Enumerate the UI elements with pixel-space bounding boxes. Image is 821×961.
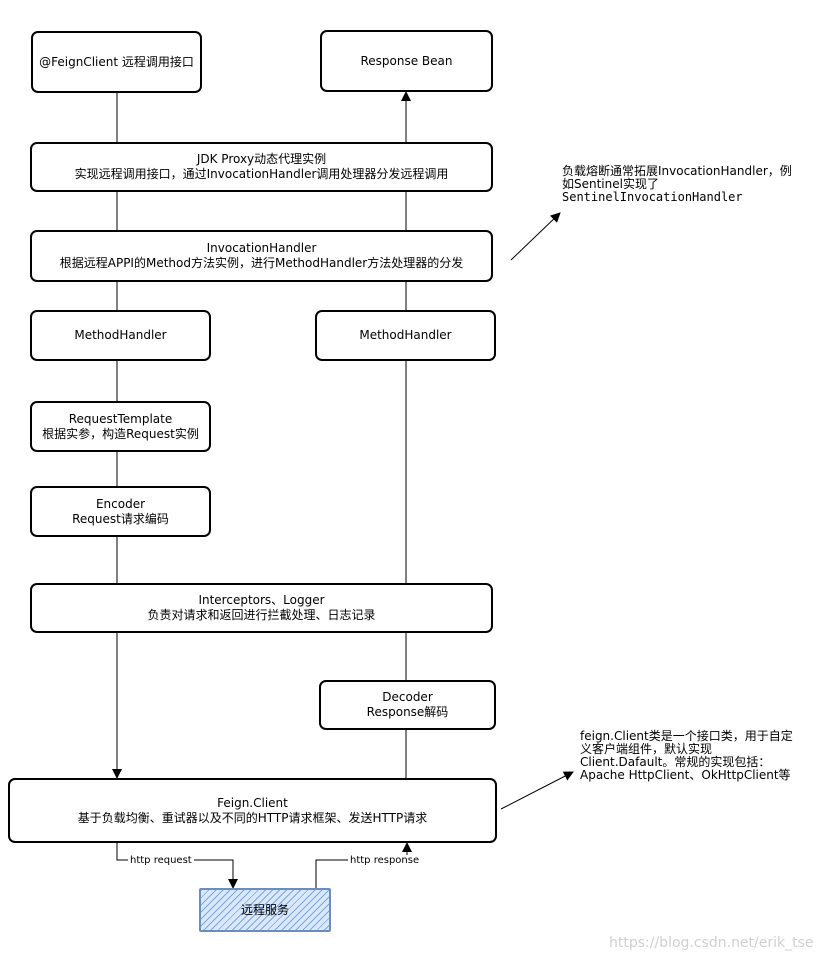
request-template-box: RequestTemplate 根据实参，构造Request实例: [30, 401, 211, 452]
encoder-title: Encoder: [95, 496, 146, 511]
client-note-arrow: [500, 771, 574, 810]
response-bean-label: Response Bean: [360, 53, 453, 68]
interceptors-title: Interceptors、Logger: [198, 593, 325, 607]
feign-client-description: 基于负载均衡、重试器以及不同的HTTP请求框架、发送HTTP请求: [77, 810, 428, 825]
feign-client-note: feign.Client类是一个接口类，用于自定 义客户端组件，默认实现 Cli…: [580, 730, 818, 782]
method-handler-right-box: MethodHandler: [315, 310, 496, 361]
encoder-description: Request请求编码: [72, 511, 169, 526]
jdk-proxy-box: JDK Proxy动态代理实例 实现远程调用接口，通过InvocationHan…: [30, 142, 493, 192]
feign-client-box: Feign.Client 基于负载均衡、重试器以及不同的HTTP请求框架、发送H…: [8, 778, 497, 843]
decoder-description: Response解码: [366, 705, 449, 719]
invocation-handler-description: 根据远程APPI的Method方法实例，进行MethodHandler方法处理器…: [59, 256, 464, 270]
method-handler-left-label: MethodHandler: [74, 328, 167, 342]
response-bean-box: Response Bean: [320, 30, 493, 92]
invocation-handler-box: InvocationHandler 根据远程APPI的Method方法实例，进行…: [30, 230, 493, 282]
invocation-note-line-1: 负载熔断通常拓展InvocationHandler，例: [562, 164, 792, 178]
decoder-title: Decoder: [382, 690, 433, 704]
interceptors-description: 负责对请求和返回进行拦截处理、日志记录: [147, 608, 376, 622]
client-note-line-3: Client.Dafault。常规的实现包括：: [580, 755, 771, 769]
decoder-box: Decoder Response解码: [319, 680, 496, 730]
request-template-description: 根据实参，构造Request实例: [42, 426, 199, 441]
client-note-line-2: 义客户端组件，默认实现: [580, 742, 713, 756]
remote-service-box: 远程服务: [199, 888, 331, 932]
feign-client-interface-box: @FeignClient 远程调用接口: [31, 31, 202, 93]
invocation-handler-note: 负载熔断通常拓展InvocationHandler，例 如Sentinel实现了…: [562, 165, 807, 204]
invocation-note-line-2: 如Sentinel实现了: [562, 177, 659, 191]
jdk-proxy-description: 实现远程调用接口，通过InvocationHandler调用处理器分发远程调用: [74, 167, 449, 181]
invocation-note-line-3: SentinelInvocationHandler: [562, 190, 743, 204]
watermark-text: https://blog.csdn.net/erik_tse: [609, 935, 814, 951]
remote-service-label: 远程服务: [240, 902, 289, 917]
http-request-label: http request: [128, 855, 194, 867]
invocation-handler-title: InvocationHandler: [206, 241, 317, 255]
invocation-note-arrow: [510, 212, 561, 261]
http-response-label: http response: [348, 855, 422, 867]
feign-client-interface-label: @FeignClient 远程调用接口: [39, 54, 194, 69]
method-handler-right-label: MethodHandler: [359, 328, 452, 342]
client-note-line-1: feign.Client类是一个接口类，用于自定: [580, 729, 793, 743]
method-handler-left-box: MethodHandler: [30, 310, 211, 361]
encoder-box: Encoder Request请求编码: [30, 486, 211, 537]
request-template-title: RequestTemplate: [68, 411, 173, 426]
client-note-line-4: Apache HttpClient、OkHttpClient等: [580, 768, 791, 782]
feign-client-title: Feign.Client: [217, 795, 288, 810]
interceptors-box: Interceptors、Logger 负责对请求和返回进行拦截处理、日志记录: [30, 583, 493, 633]
jdk-proxy-title: JDK Proxy动态代理实例: [196, 152, 327, 166]
